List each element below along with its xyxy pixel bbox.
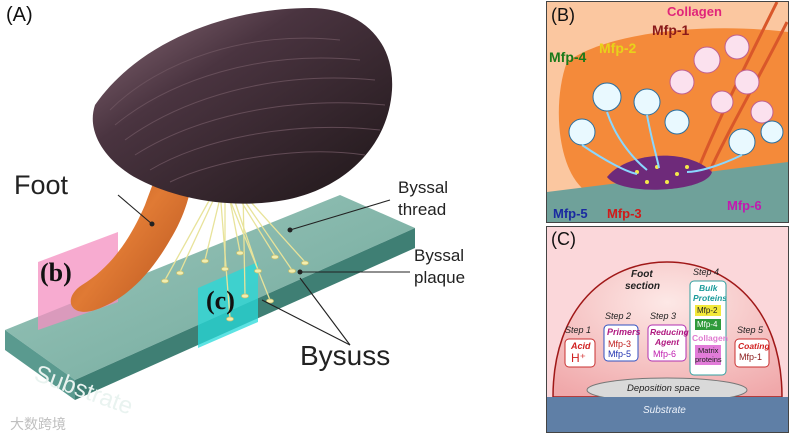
mfp1-label: Mfp-1: [652, 22, 690, 38]
panel-c-letter: (C): [551, 229, 576, 249]
panel-a-letter: (A): [6, 4, 33, 26]
panel-b-letter: (B): [551, 5, 575, 25]
foot-label: Foot: [14, 170, 69, 200]
byssal-plaque-label-1: Byssal: [414, 246, 465, 265]
step4-bulk: Bulk: [699, 283, 718, 293]
deposition-space-label: Deposition space: [627, 383, 700, 394]
panel-b-illustration: [547, 2, 788, 222]
step4-mfp4-chip: [695, 319, 721, 330]
step2-mfp3: Mfp-3: [608, 339, 632, 349]
step3-mfp6: Mfp-6: [653, 349, 677, 359]
substrate-region: [547, 162, 788, 222]
step4-matrix-proteins: proteins: [695, 355, 722, 364]
inset-c-plane: [198, 262, 258, 348]
step2-primers: Primers: [607, 327, 641, 337]
plaque-region: [607, 155, 712, 190]
step4-collagen: Collagen: [692, 333, 728, 343]
panel-c: (C) Foot section Step 1 Acid H⁺ Step 2 P…: [546, 226, 789, 433]
mfp5-label: Mfp-5: [553, 206, 588, 221]
step3-label: Step 3: [650, 311, 677, 321]
panel-c-substrate-label: Substrate: [643, 405, 686, 416]
step4-matrix: Matrix: [698, 346, 719, 355]
inset-c-label: (c): [206, 286, 235, 315]
step4-mfp4: Mfp-4: [697, 320, 718, 329]
mfp2-label: Mfp-2: [599, 40, 637, 56]
step1-hplus: H⁺: [571, 351, 586, 365]
step2-box: [603, 324, 639, 362]
step1-box: [564, 338, 596, 368]
mussel-foot: [70, 150, 193, 312]
mfp-vesicles: [568, 82, 784, 156]
collagen-vesicles: [669, 34, 774, 124]
shell-growth-lines: [109, 37, 386, 183]
step5-mfp1: Mfp-1: [739, 352, 763, 362]
collagen-label: Collagen: [667, 4, 722, 19]
byssal-plaques: [161, 250, 309, 322]
inset-b-label: (b): [40, 258, 72, 287]
panel-b: (B) Collagen Mfp-1 Mfp-2 Mfp-4 Mfp-5 Mfp…: [546, 1, 789, 223]
bysuss-label: Bysuss: [300, 340, 391, 371]
step5-coating: Coating: [738, 341, 770, 351]
mfp6-label: Mfp-6: [727, 198, 762, 213]
watermark: 大数跨境: [10, 416, 66, 432]
panel-c-illustration: [547, 261, 788, 432]
step4-mfp2-chip: [695, 305, 721, 316]
step3-agent: Agent: [655, 337, 680, 347]
substrate-bar: [547, 397, 788, 432]
byssal-plaque-label-2: plaque: [414, 268, 466, 287]
step5-label: Step 5: [737, 325, 764, 335]
panel-a-illustration: [5, 8, 415, 400]
panel-a: (A) Foot Byssal thread Byssal plaque Bys…: [5, 4, 466, 432]
step4-matrix-chip: [695, 345, 721, 365]
step5-box: [734, 338, 770, 368]
mfp3-label: Mfp-3: [607, 206, 642, 221]
foot-section-label-2: section: [625, 281, 661, 292]
byssal-thread-label-1: Byssal: [398, 178, 449, 197]
foot-section-label-1: Foot: [631, 269, 653, 280]
substrate-front: [5, 330, 75, 400]
step1-acid: Acid: [571, 341, 591, 351]
step4-mfp2: Mfp-2: [697, 306, 718, 315]
mfp4-label: Mfp-4: [549, 49, 587, 65]
step4-proteins: Proteins: [693, 293, 728, 303]
step4-label: Step 4: [693, 267, 720, 277]
byssal-thread-label-2: thread: [398, 200, 447, 219]
step3-box: [647, 324, 687, 362]
step2-label: Step 2: [605, 311, 632, 321]
step1-label: Step 1: [565, 325, 592, 335]
mussel-shell: [92, 8, 393, 204]
step3-reducing: Reducing: [650, 327, 689, 337]
step2-mfp5: Mfp-5: [608, 349, 632, 359]
